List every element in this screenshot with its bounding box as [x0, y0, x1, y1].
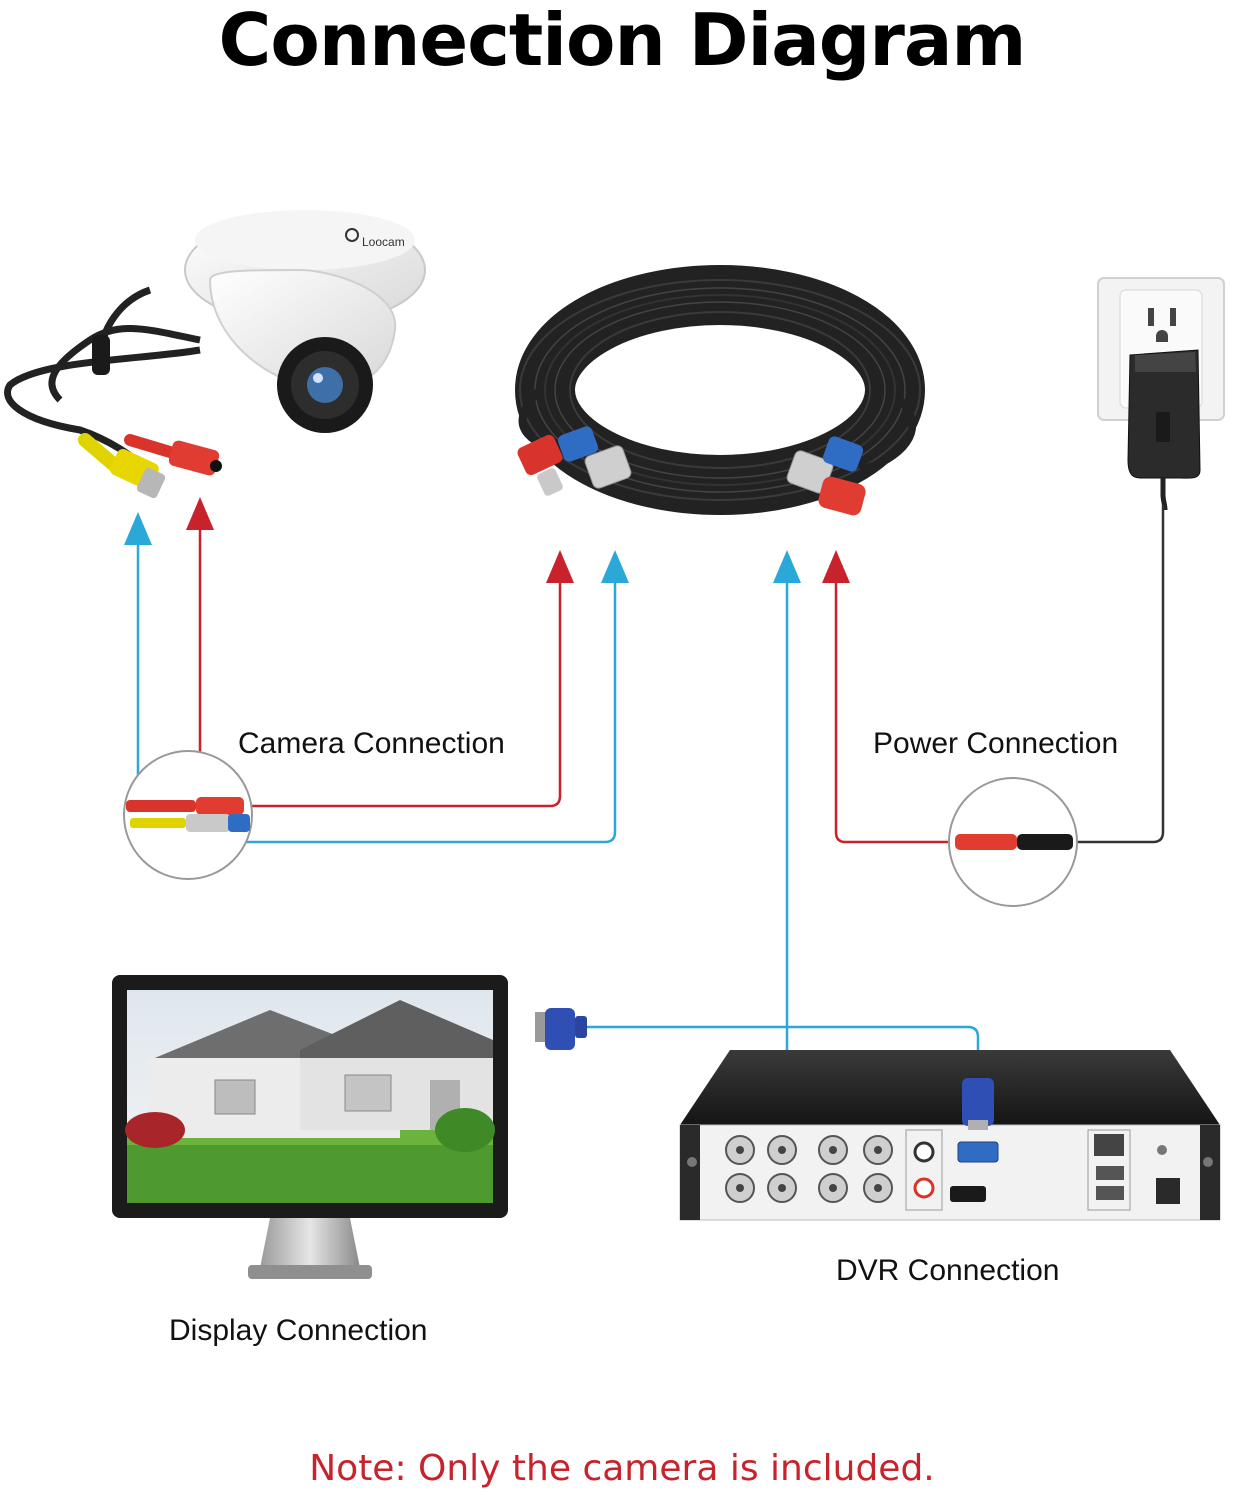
- camera-connector-callout: [123, 750, 253, 880]
- dvr-recorder: [679, 1050, 1221, 1221]
- vga-plug: [535, 1008, 587, 1050]
- dvr-connection-label: DVR Connection: [836, 1254, 1060, 1287]
- cable-end-right: [786, 436, 866, 516]
- display-monitor: [112, 975, 508, 1279]
- included-items-note: Note: Only the camera is included.: [309, 1448, 935, 1489]
- camera-brand-logo: Loocam: [362, 235, 405, 249]
- power-connector-callout: [948, 777, 1078, 907]
- cable-end-left: [517, 426, 632, 496]
- camera-connection-label: Camera Connection: [238, 727, 505, 760]
- power-connection-label: Power Connection: [873, 727, 1119, 760]
- diagram-title: Connection Diagram: [218, 0, 1027, 82]
- dome-camera: Loocam: [4, 210, 426, 499]
- power-adapter: [1097, 277, 1225, 511]
- vga-plug-dvr: [962, 1078, 994, 1130]
- connection-lines: [124, 497, 1165, 1160]
- bnc-power-cable-coil: [515, 265, 925, 515]
- display-connection-label: Display Connection: [169, 1314, 428, 1347]
